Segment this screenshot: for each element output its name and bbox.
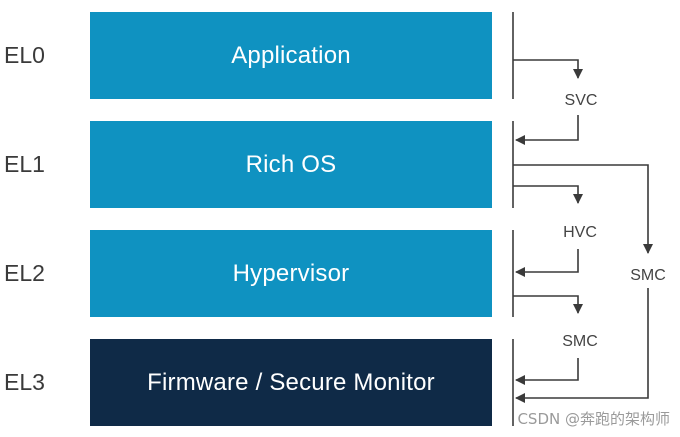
el1-label: EL1 [4,151,45,177]
application-layer: Application [90,12,492,99]
secure-monitor-layer: Firmware / Secure Monitor [90,339,492,426]
svc-label: SVC [564,92,598,109]
smc-el2-return-arrow [515,358,579,385]
smc-el2-label: SMC [562,333,598,350]
rich-os-layer-label: Rich OS [245,150,337,178]
application-layer-label: Application [231,41,351,69]
rich-os-layer: Rich OS [90,121,492,208]
svc-call-arrow [513,59,583,79]
smc-el1-label: SMC [630,267,666,284]
smc-el1-return-arrow [515,288,649,403]
svc-return-arrow [515,115,579,145]
smc-el2-call-arrow [513,295,583,314]
el0-label: EL0 [4,42,45,68]
hvc-label: HVC [563,224,597,241]
watermark-text: CSDN @奔跑的架构师 [517,410,670,428]
el3-label: EL3 [4,369,45,395]
hypervisor-layer-label: Hypervisor [232,259,350,287]
hvc-return-arrow [515,249,579,277]
hypervisor-layer: Hypervisor [90,230,492,317]
smc-el1-call-arrow [513,164,653,254]
secure-monitor-layer-label: Firmware / Secure Monitor [147,368,435,396]
hvc-call-arrow [513,185,583,204]
el2-label: EL2 [4,260,45,286]
